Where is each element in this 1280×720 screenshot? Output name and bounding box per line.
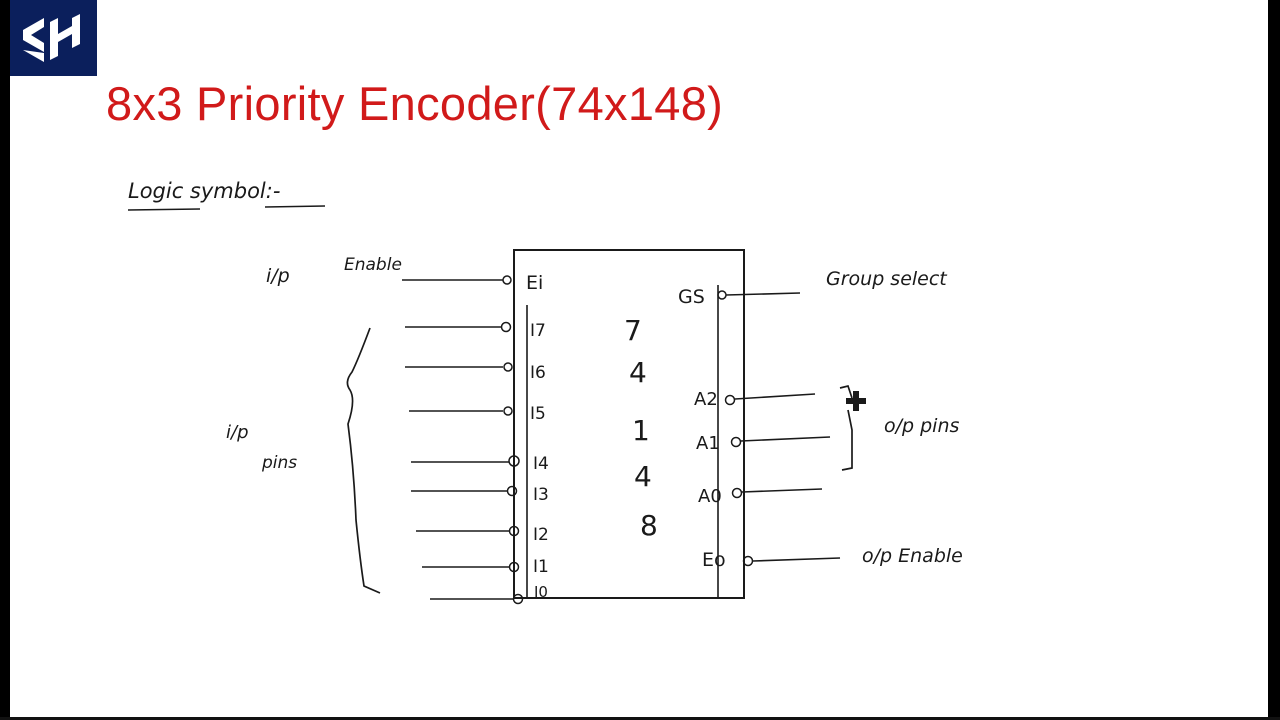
output-pin-line — [734, 393, 816, 400]
input-pin-label: I4 — [533, 454, 549, 474]
chip-digit: 4 — [629, 356, 647, 389]
input-pin-bubble — [508, 525, 520, 537]
output-enable-bubble — [742, 555, 754, 567]
output-enable-pin: Eo — [702, 549, 726, 571]
output-pin-bubble — [724, 394, 736, 406]
input-group-label: i/p — [226, 422, 249, 443]
output-pin-bubble — [731, 487, 743, 499]
input-group-brace — [346, 327, 381, 594]
subtitle-underline — [127, 205, 326, 211]
enable-side-label: i/p — [266, 265, 290, 287]
output-pin-line — [741, 488, 823, 493]
input-enable-pin: Ei — [526, 272, 543, 294]
right-border — [1268, 0, 1280, 720]
output-enable-line — [752, 557, 841, 562]
chip-body — [513, 249, 745, 599]
input-pin-bubble — [508, 455, 520, 467]
brand-logo — [10, 0, 97, 76]
chip-digit: 8 — [640, 509, 658, 542]
input-pin-bubble — [508, 561, 520, 573]
output-enable-label: o/p Enable — [862, 545, 963, 567]
logo-mark-icon — [23, 14, 80, 62]
pen-cursor-icon — [846, 391, 866, 411]
bottom-border — [0, 717, 1280, 720]
input-pin-bubble — [500, 321, 512, 333]
chip-digit: 4 — [634, 460, 652, 493]
input-pin-label: I1 — [533, 557, 549, 577]
input-pin-label: I3 — [533, 485, 549, 505]
input-group-label: pins — [261, 453, 297, 473]
output-pin-line — [740, 436, 831, 442]
group-select-bubble — [717, 290, 727, 300]
input-enable-label: Enable — [344, 255, 402, 275]
input-pin-bubble — [506, 485, 518, 497]
slide-title: 8x3 Priority Encoder(74x148) — [106, 77, 724, 130]
group-select-label: Group select — [826, 268, 948, 290]
input-pin-label: I2 — [533, 525, 549, 545]
chip-digit: 7 — [624, 314, 642, 347]
input-enable-bubble — [502, 275, 512, 285]
logic-symbol-subtitle: Logic symbol:- — [128, 179, 280, 203]
group-select-pin: GS — [678, 286, 705, 308]
output-group-label: o/p pins — [884, 415, 960, 437]
left-border — [0, 0, 10, 720]
output-pin-bubble — [730, 436, 742, 448]
input-pin-bubble — [503, 406, 513, 416]
chip-digit: 1 — [632, 414, 650, 447]
input-pin-label: I0 — [534, 583, 548, 601]
output-pin-label: A1 — [696, 433, 720, 454]
input-pin-label: I6 — [530, 363, 546, 383]
output-pin-label: A0 — [698, 486, 722, 507]
input-pin-label: I7 — [530, 321, 546, 341]
output-pin-label: A2 — [694, 389, 718, 410]
output-group-brace — [839, 384, 853, 471]
input-pin-bubble — [503, 362, 513, 372]
group-select-line — [725, 292, 801, 296]
input-pin-label: I5 — [530, 404, 546, 424]
input-pin-bubble — [512, 593, 524, 605]
